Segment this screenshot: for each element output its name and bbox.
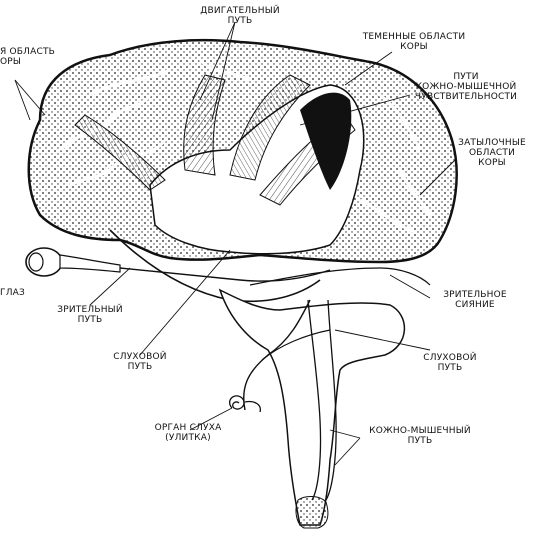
label-optic-radiation: ЗРИТЕЛЬНОЕ СИЯНИЕ [443,290,507,310]
auditory-path-line-2 [261,329,331,361]
cochlea-icon [228,395,261,413]
leader-lines [14,21,456,466]
frontal-fiber-fan [74,114,166,191]
optic-path-line [119,267,331,282]
motor-fiber-fan [183,74,226,176]
eye-icon [25,247,121,277]
label-frontal: Я ОБЛАСТЬ ОРЫ [0,47,56,67]
label-skin-muscle-sense: ПУТИ КОЖНО-МЫШЕЧНОЙ ЧУВСТВИТЕЛЬНОСТИ [414,72,518,102]
label-optic-path: ЗРИТЕЛЬНЫЙ ПУТЬ [57,305,123,325]
skin-muscle-path-line [307,299,322,501]
label-parietal: ТЕМЕННЫЕ ОБЛАСТИ КОРЫ [362,32,466,52]
label-occipital: ЗАТЫЛОЧНЫЕ ОБЛАСТИ КОРЫ [458,138,526,168]
brainstem-base [295,496,329,529]
sensory-fiber-fan [229,74,311,181]
label-auditory-path-right: СЛУХОВОЙ ПУТЬ [423,353,477,373]
brainstem-region [218,288,406,526]
label-motor-path: ДВИГАТЕЛЬНЫЙ ПУТЬ [200,6,280,26]
label-auditory-path-left: СЛУХОВОЙ ПУТЬ [113,352,167,372]
label-skin-muscle-path: КОЖНО-МЫШЕЧНЫЙ ПУТЬ [369,426,471,446]
occipital-shadow [300,92,352,190]
label-hearing-organ: ОРГАН СЛУХА (УЛИТКА) [154,423,222,443]
label-eye: ГЛАЗ [0,288,25,298]
optic-radiation-line [249,267,431,286]
skin-muscle-path-line-2 [325,299,337,501]
